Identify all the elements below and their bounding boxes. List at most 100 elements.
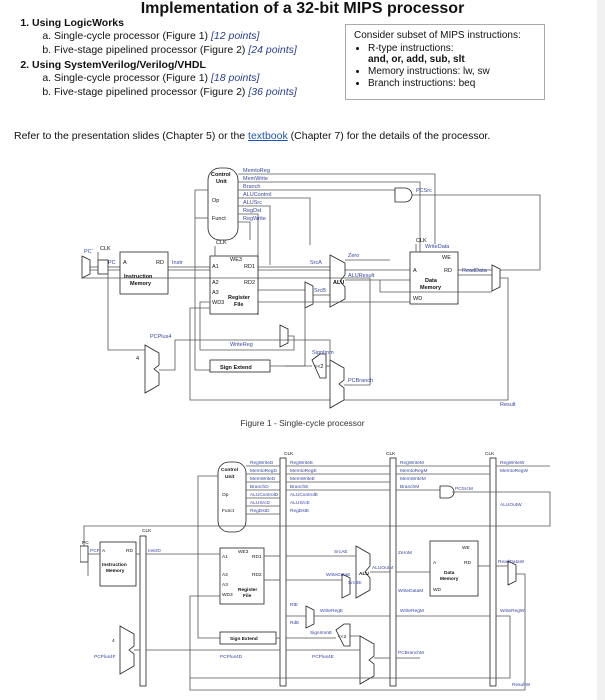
signal-label: ReadDataW bbox=[498, 559, 525, 565]
signal-label: WriteRegE bbox=[320, 608, 343, 614]
alu bbox=[329, 254, 346, 308]
clk-label: CLK bbox=[142, 528, 152, 534]
subset-item-text: Memory instructions: lw, sw bbox=[368, 66, 490, 77]
shift-label: <<2 bbox=[338, 634, 347, 640]
signal-label: RegDst bbox=[243, 208, 262, 214]
writereg-label: WriteReg bbox=[230, 342, 253, 348]
item-text: Single-cycle processor (Figure 1) bbox=[54, 72, 209, 84]
subset-item: Branch instructions: beq bbox=[368, 78, 536, 89]
im-port: A bbox=[123, 260, 127, 266]
and-gate bbox=[394, 187, 413, 203]
subset-item: R-type instructions:and, or, add, sub, s… bbox=[368, 43, 536, 65]
signal-label: MemtoRegM bbox=[400, 468, 427, 474]
signal-label: WriteDataE bbox=[326, 572, 350, 578]
signal-label: MemtoRegD bbox=[250, 468, 277, 474]
dm-port: WD bbox=[433, 587, 442, 593]
requirement-item: Single-cycle processor (Figure 1) [18 po… bbox=[54, 72, 347, 84]
signal-label: WriteRegW bbox=[500, 608, 525, 614]
signal-label: RegWriteW bbox=[500, 460, 525, 466]
data-memory bbox=[429, 540, 479, 597]
requirement-logicworks: Using LogicWorks Single-cycle processor … bbox=[32, 17, 347, 56]
im-label: Memory bbox=[106, 568, 125, 574]
signal-label: RegWrite bbox=[243, 216, 266, 222]
requirement-label: Using LogicWorks bbox=[32, 17, 124, 29]
aluresult-label: ALUResult bbox=[348, 273, 375, 279]
signal-label: RegDstD bbox=[250, 508, 270, 514]
dm-port: RD bbox=[464, 560, 471, 566]
signal-label: ALUOutM bbox=[372, 565, 393, 571]
op-label: Op bbox=[222, 492, 229, 498]
points-badge: [36 points] bbox=[248, 86, 297, 98]
branch-adder bbox=[359, 635, 375, 685]
signal-label: Branch bbox=[243, 184, 260, 190]
im-port: RD bbox=[156, 260, 164, 266]
points-badge: [12 points] bbox=[210, 30, 260, 42]
srca-label: SrcA bbox=[310, 260, 322, 266]
signal-label: RtE bbox=[290, 602, 298, 608]
signal-label: WriteDataM bbox=[398, 588, 423, 594]
item-text: Single-cycle processor (Figure 1) bbox=[54, 30, 209, 42]
scrollbar[interactable] bbox=[597, 0, 605, 700]
dm-port: RD bbox=[444, 268, 452, 274]
signal-label: MemWriteE bbox=[290, 476, 315, 482]
pipeline-register-de bbox=[279, 457, 287, 687]
signal-label: InstrD bbox=[148, 548, 161, 554]
register-file bbox=[219, 547, 265, 605]
srcb-label: SrcB bbox=[314, 288, 326, 294]
rf-port: RD2 bbox=[244, 280, 255, 286]
readdata-label: ReadData bbox=[462, 268, 488, 274]
pc-register bbox=[97, 259, 109, 275]
subset-item-text: Branch instructions: beq bbox=[368, 78, 476, 89]
item-text: Five-stage pipelined processor (Figure 2… bbox=[54, 44, 246, 56]
rf-label: Register bbox=[228, 295, 251, 301]
signal-label: MemWrite bbox=[243, 176, 268, 182]
note-text: (Chapter 7) for the details of the proce… bbox=[287, 130, 491, 142]
rf-port: WE3 bbox=[238, 549, 249, 555]
note-text: Refer to the presentation slides (Chapte… bbox=[14, 130, 249, 142]
result-label: Result bbox=[500, 402, 516, 408]
clk-label: CLK bbox=[100, 246, 111, 252]
pcplus4-label: PCPlus4 bbox=[150, 334, 171, 340]
instruction-memory bbox=[119, 251, 169, 295]
signext-label: Sign Extend bbox=[220, 365, 252, 371]
control-label: Control bbox=[211, 172, 231, 178]
rf-port: A2 bbox=[222, 572, 228, 578]
control-unit-shape bbox=[217, 461, 247, 533]
page-title: Implementation of a 32-bit MIPS processo… bbox=[140, 0, 465, 17]
op-label: Op bbox=[212, 198, 219, 204]
funct-label: Funct bbox=[222, 508, 235, 514]
signal-label: ZeroM bbox=[398, 550, 412, 556]
zero-label: Zero bbox=[348, 253, 359, 259]
alu bbox=[355, 545, 371, 599]
subset-heading: Consider subset of MIPS instructions: bbox=[354, 30, 521, 41]
instruction-memory bbox=[99, 541, 137, 587]
unit-label: Unit bbox=[216, 179, 227, 185]
pc-label: PC bbox=[108, 260, 116, 266]
signal-label: PCPlus4D bbox=[220, 654, 243, 660]
im-label: Memory bbox=[130, 281, 152, 287]
textbook-link[interactable]: textbook bbox=[248, 130, 288, 142]
const-four: 4 bbox=[136, 356, 139, 362]
pc-prime-label: PC' bbox=[84, 249, 93, 255]
funct-label: Funct bbox=[212, 216, 226, 222]
instr-label: Instr bbox=[172, 260, 183, 266]
signal-label: PCPlus4E bbox=[312, 654, 334, 660]
dm-port: WD bbox=[413, 296, 422, 302]
rf-port: A3 bbox=[212, 290, 219, 296]
signal-label: ALUSrcE bbox=[290, 500, 310, 506]
signal-label: MemWriteM bbox=[400, 476, 426, 482]
clk-label: CLK bbox=[386, 451, 396, 457]
points-badge: [24 points] bbox=[248, 44, 297, 56]
rf-port: WD3 bbox=[212, 300, 224, 306]
rf-port: RD2 bbox=[252, 572, 262, 578]
const-four: 4 bbox=[112, 638, 115, 644]
signal-label: ALUControlD bbox=[250, 492, 279, 498]
pc-mux bbox=[81, 255, 91, 279]
requirement-hdl: Using SystemVerilog/Verilog/VHDL Single-… bbox=[32, 59, 347, 98]
im-port: RD bbox=[126, 548, 133, 554]
signimm-label: SignImm bbox=[312, 350, 334, 356]
item-text: Five-stage pipelined processor (Figure 2… bbox=[54, 86, 246, 98]
control-label: Control bbox=[221, 467, 238, 473]
writedata-label: WriteData bbox=[425, 244, 450, 250]
requirement-label: Using SystemVerilog/Verilog/VHDL bbox=[32, 59, 206, 71]
